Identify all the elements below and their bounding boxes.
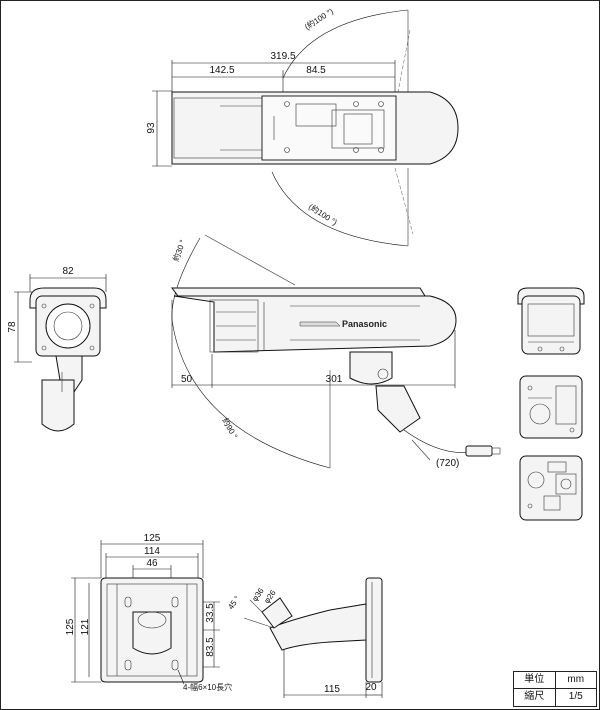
top-view: (約100 °) (約100 °) 319.5 142.5 84.5 93 — [146, 6, 459, 247]
side-view: 約30 ° 約90 ° Panasonic (720) 50 301 — [170, 234, 501, 469]
dim-label-3195: 319.5 — [270, 51, 295, 62]
front-lens-outer — [45, 303, 91, 349]
front-lens-inner — [53, 311, 83, 341]
dim-label-125w: 125 — [144, 533, 161, 544]
swing-arc-bottom — [271, 171, 409, 247]
dim-label-845: 84.5 — [306, 65, 326, 76]
swing-arc-top — [282, 9, 409, 79]
dim-label-115: 115 — [324, 684, 340, 695]
slot-hole-2 — [171, 596, 179, 608]
dim-label-835: 83.5 — [205, 637, 216, 657]
side-mount-ball — [349, 351, 393, 385]
dim-label-46: 46 — [146, 558, 158, 569]
bracket-side-arm — [269, 603, 367, 651]
mount-plate-top — [261, 95, 397, 161]
swing-centerline-top — [397, 29, 411, 93]
angle-label-top: (約100 °) — [303, 6, 336, 32]
side-front-hood — [209, 299, 259, 353]
bracket-side-view: 45 ° φ36 φ26 115 20 — [226, 577, 383, 698]
rear-view-middle — [519, 375, 583, 439]
dim-label-78: 78 — [7, 321, 18, 333]
scale-value: 1/5 — [554, 689, 597, 706]
unit-value: mm — [554, 672, 597, 688]
legend-scale-row: 縮尺 1/5 — [514, 689, 596, 706]
bracket-wall-plate — [365, 577, 383, 683]
dim-label-125h: 125 — [65, 618, 76, 635]
brand-label: Panasonic — [342, 319, 387, 329]
bracket-front-view: 125 114 46 125 121 33.5 83.5 4-幅6× — [65, 533, 232, 692]
dim-label-121: 121 — [80, 618, 91, 635]
dim-label-114: 114 — [144, 546, 160, 557]
side-sunshield — [171, 287, 426, 297]
cable-line — [403, 429, 471, 453]
cable-length-label: (720) — [436, 458, 459, 469]
bracket-angle-label: 45 ° — [226, 594, 242, 611]
dim-label-1425: 142.5 — [209, 65, 234, 76]
dim-label-301: 301 — [326, 374, 343, 385]
rear-view-top — [517, 287, 585, 355]
slot-hole-1 — [124, 596, 132, 608]
slot-hole-3 — [124, 659, 132, 671]
angle-label-30: 約30 ° — [170, 238, 187, 262]
swing-centerline-bottom — [394, 167, 414, 235]
front-view: 82 78 — [7, 266, 107, 432]
dim-label-335: 33.5 — [205, 603, 216, 623]
side-bracket-arm — [375, 385, 421, 433]
slot-hole-4 — [171, 659, 179, 671]
unit-label: 単位 — [524, 674, 545, 685]
angle-label-90: 約90 ° — [220, 416, 240, 440]
dim-label-20: 20 — [365, 682, 377, 693]
tilt-arc-down — [171, 319, 331, 469]
rear-view-bottom — [519, 455, 583, 521]
dim-label-50: 50 — [181, 374, 193, 385]
bracket-arm-front — [132, 611, 172, 655]
scale-label: 縮尺 — [524, 691, 545, 702]
angle-label-bottom: (約100 °) — [307, 201, 340, 227]
legend-unit-row: 単位 mm — [514, 672, 596, 689]
bracket-side-head — [261, 597, 293, 629]
unit-scale-legend: 単位 mm 縮尺 1/5 — [513, 671, 597, 707]
cable-connector — [465, 445, 493, 457]
front-bracket-arm — [41, 379, 75, 432]
dim-label-93: 93 — [146, 122, 157, 134]
slot-hole-label: 4-幅6×10長穴 — [183, 682, 232, 692]
dim-label-82: 82 — [62, 266, 74, 277]
